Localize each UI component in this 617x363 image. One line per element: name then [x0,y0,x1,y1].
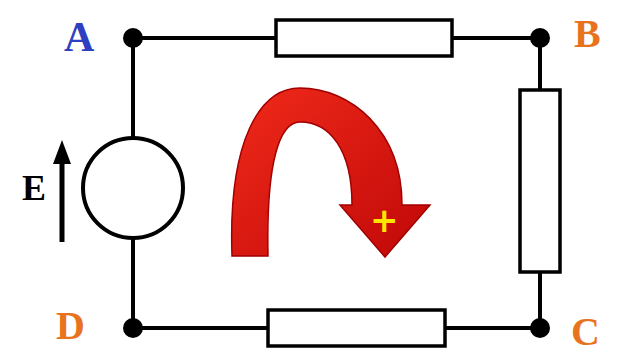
voltage-source [83,138,183,238]
node-label: B [574,14,601,54]
node-label: D [56,306,85,346]
source-label: E [22,170,46,206]
node-label: A [64,16,94,58]
resistor-symbol [268,20,560,346]
wires [133,38,540,328]
source-arrow [53,140,71,242]
loop-direction-arrow [232,88,430,257]
polarity-sign: + [370,203,399,237]
node-dot [123,28,550,338]
node-label: C [571,312,600,352]
